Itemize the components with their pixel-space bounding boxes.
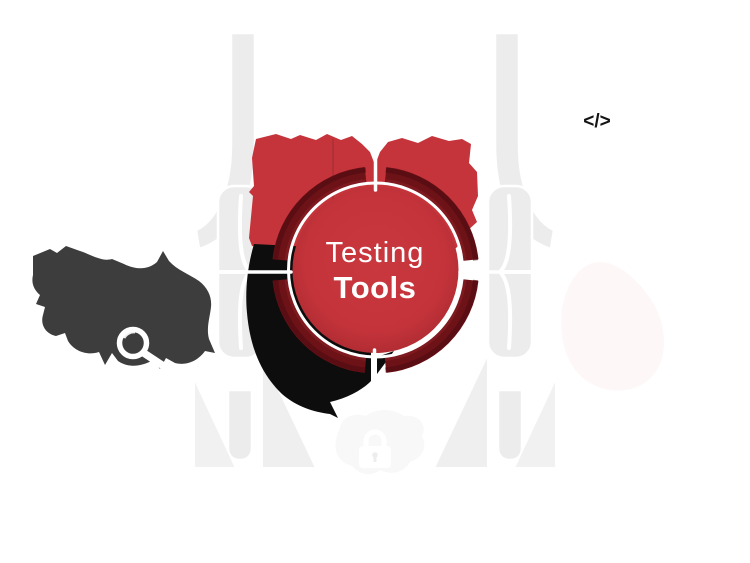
analysis-splash	[32, 246, 216, 371]
magnifier-icon	[116, 326, 169, 371]
security-splash-blob	[335, 410, 425, 475]
lock-icon	[359, 429, 391, 468]
pink-splash	[561, 262, 665, 391]
dark-gray-splash-blob	[32, 246, 216, 369]
security-splash	[335, 410, 425, 475]
center-circle	[292, 187, 459, 353]
crosshair-target-icon	[211, 148, 539, 395]
code-icon: </>	[583, 111, 611, 132]
crosshair-lines	[211, 148, 539, 395]
